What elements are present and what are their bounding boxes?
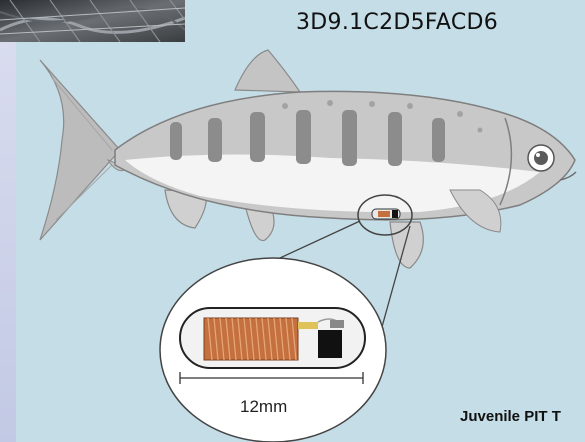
scale-label: 12mm [240,397,287,417]
tag-id-label: 3D9.1C2D5FACD6 [296,10,498,35]
fish-icon [40,50,576,268]
fish-photo-icon [0,0,185,42]
left-panel [0,42,16,442]
caption-text: Juvenile PIT T [460,408,561,425]
